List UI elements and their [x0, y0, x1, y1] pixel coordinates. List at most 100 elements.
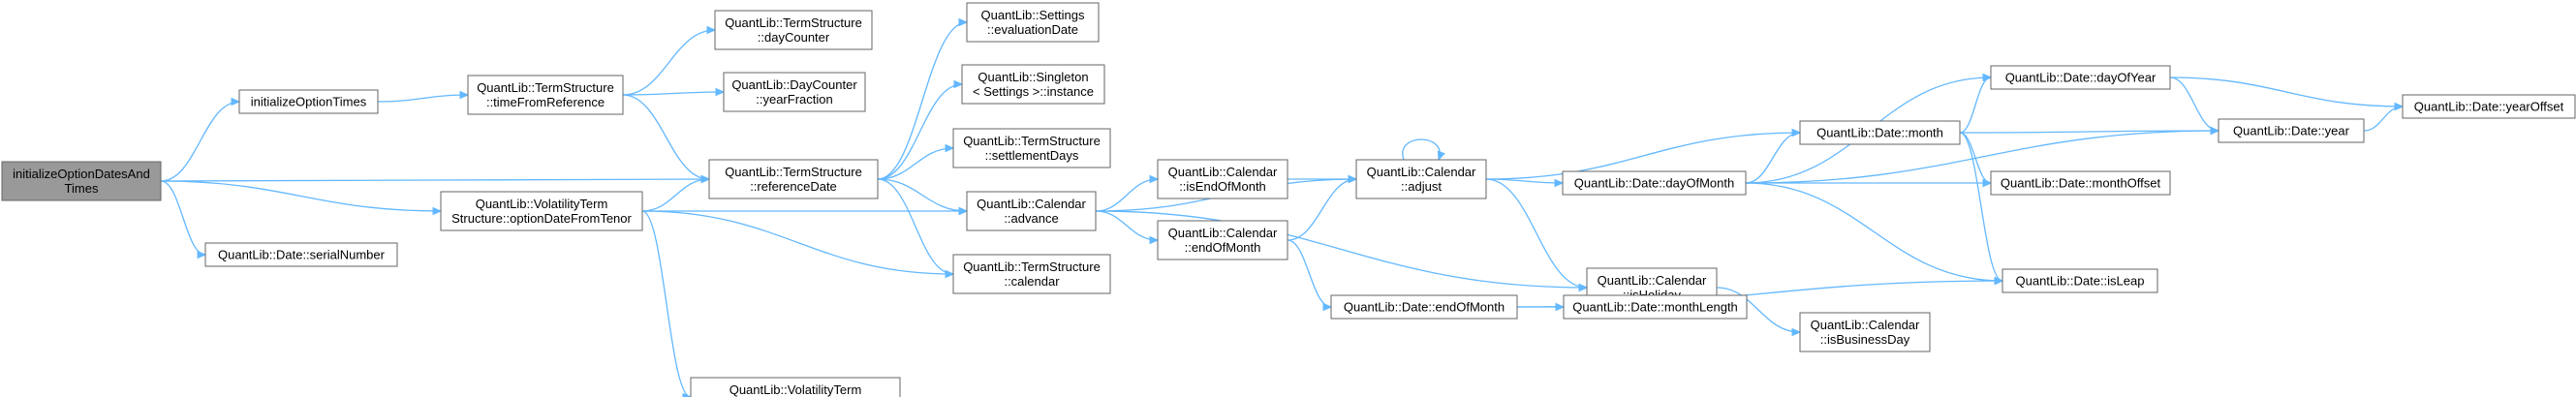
arrow-head	[1982, 178, 1993, 188]
node-box	[1563, 294, 1748, 320]
node-label: QuantLib::Date::dayOfYear	[2005, 71, 2157, 85]
node-box	[1157, 159, 1288, 199]
node-box	[204, 242, 398, 267]
node-isLeap[interactable]: QuantLib::Date::isLeap	[2002, 268, 2158, 293]
edge-adjust-to-adjust	[1402, 138, 1445, 162]
node-box	[1330, 294, 1518, 320]
node-calEndOfMonth[interactable]: QuantLib::Calendar::endOfMonth	[1157, 220, 1288, 260]
node-advance[interactable]: QuantLib::Calendar::advance	[966, 191, 1097, 231]
edge-referenceDate-to-advance	[877, 178, 969, 216]
node-box	[2002, 268, 2158, 293]
node-referenceDate[interactable]: QuantLib::TermStructure::referenceDate	[708, 159, 879, 199]
edge-optionDateFromTenor-to-tsCalendar	[641, 210, 955, 279]
node-label: ::timeFromReference	[486, 95, 605, 109]
node-box	[952, 254, 1111, 294]
node-label: ::dayCounter	[758, 30, 830, 45]
arrow-head	[1322, 302, 1333, 312]
node-label: ::settlementDays	[985, 148, 1079, 163]
node-box	[1990, 65, 2171, 90]
node-timeFromRef[interactable]: QuantLib::TermStructure::timeFromReferen…	[467, 75, 624, 115]
node-label: QuantLib::Date::dayOfMonth	[1574, 176, 1734, 191]
node-label: ::isBusinessDay	[1820, 332, 1910, 347]
edges-layer	[160, 17, 2405, 397]
arrow-head	[945, 143, 955, 153]
node-monthLength[interactable]: QuantLib::Date::monthLength	[1563, 294, 1748, 320]
node-dayOfYear[interactable]: QuantLib::Date::dayOfYear	[1990, 65, 2171, 90]
node-box	[714, 10, 873, 50]
edge-month-to-year	[1959, 126, 2220, 136]
arrow-head	[945, 269, 955, 279]
node-box	[961, 64, 1105, 105]
node-label: < Settings >::instance	[973, 84, 1094, 99]
node-tsCalendar[interactable]: QuantLib::TermStructure::calendar	[952, 254, 1111, 294]
node-dateEndOfMonth[interactable]: QuantLib::Date::endOfMonth	[1330, 294, 1518, 320]
arrow-head	[1982, 73, 1993, 82]
node-box	[1562, 170, 1747, 196]
node-label: QuantLib::Calendar	[1811, 318, 1920, 332]
arrow-head	[197, 250, 207, 260]
node-settlementDays[interactable]: QuantLib::TermStructure::settlementDays	[952, 128, 1111, 168]
node-box	[952, 128, 1111, 168]
node-label: QuantLib::Calendar	[1168, 165, 1278, 179]
arrow-head	[1348, 174, 1358, 184]
node-adjust[interactable]: QuantLib::Calendar::adjust	[1355, 159, 1487, 199]
arrow-head	[231, 97, 241, 107]
node-month[interactable]: QuantLib::Date::month	[1799, 120, 1961, 145]
node-box	[2218, 118, 2365, 143]
node-label: QuantLib::Calendar	[1598, 273, 1707, 288]
edge-dayOfMonth-to-isLeap	[1745, 182, 2004, 286]
node-dayOfMonth[interactable]: QuantLib::Date::dayOfMonth	[1562, 170, 1747, 196]
node-label: QuantLib::Date::month	[1816, 126, 1943, 140]
node-label: QuantLib::Date::year	[2233, 124, 2350, 138]
edge-timeFromRef-to-referenceDate	[622, 94, 711, 184]
arrow-head	[459, 90, 470, 100]
node-label: QuantLib::Date::serialNumber	[218, 248, 386, 262]
node-yearFraction[interactable]: QuantLib::DayCounter::yearFraction	[723, 72, 866, 112]
edge-timeFromRef-to-yearFraction	[622, 87, 726, 97]
node-box	[723, 72, 866, 112]
edge-dayOfYear-to-year	[2169, 76, 2220, 136]
node-yearOffset[interactable]: QuantLib::Date::yearOffset	[2402, 94, 2576, 119]
node-label: ::yearFraction	[756, 92, 832, 107]
arrow-head	[1149, 235, 1160, 245]
node-label: Times	[65, 181, 99, 196]
node-box	[966, 2, 1100, 43]
node-label: ::calendar	[1004, 274, 1060, 289]
node-monthOffset[interactable]: QuantLib::Date::monthOffset	[1990, 170, 2171, 196]
node-isBusinessDay[interactable]: QuantLib::Calendar::isBusinessDay	[1799, 312, 1931, 352]
edge-dayOfMonth-to-month	[1745, 128, 1802, 184]
node-label: ::endOfMonth	[1185, 240, 1261, 255]
edge-isHoliday-to-isBusinessDay	[1716, 287, 1802, 337]
edge-month-to-isLeap	[1959, 132, 2004, 286]
node-box	[1990, 170, 2171, 196]
node-singleton[interactable]: QuantLib::Singleton< Settings >::instanc…	[961, 64, 1105, 105]
node-bdc[interactable]: QuantLib::VolatilityTermStructure::busin…	[690, 377, 901, 397]
edge-adjust-to-isHoliday	[1485, 178, 1589, 292]
node-label: QuantLib::Settings	[981, 8, 1085, 22]
node-box	[467, 75, 624, 115]
node-optionDateFromTenor[interactable]: QuantLib::VolatilityTermStructure::optio…	[440, 191, 643, 231]
edge-root-to-serialNumber	[160, 180, 207, 260]
node-label: QuantLib::TermStructure	[963, 134, 1101, 148]
node-label: initializeOptionTimes	[251, 95, 367, 109]
edge-referenceDate-to-singleton	[877, 79, 964, 180]
arrow-head	[1994, 276, 2004, 286]
node-label: QuantLib::Date::yearOffset	[2414, 100, 2564, 114]
node-year[interactable]: QuantLib::Date::year	[2218, 118, 2365, 143]
node-initTimes[interactable]: initializeOptionTimes	[238, 89, 379, 114]
node-label: QuantLib::Date::monthOffset	[2001, 176, 2161, 191]
node-label: QuantLib::Calendar	[1367, 165, 1476, 179]
node-evaluationDate[interactable]: QuantLib::Settings::evaluationDate	[966, 2, 1100, 43]
node-tsDayCounter[interactable]: QuantLib::TermStructure::dayCounter	[714, 10, 873, 50]
edge-advance-to-calEndOfMonth	[1095, 210, 1160, 245]
arrow-head	[706, 25, 717, 35]
node-box	[708, 159, 879, 199]
node-serialNumber[interactable]: QuantLib::Date::serialNumber	[204, 242, 398, 267]
edge-root-to-initTimes	[160, 97, 241, 182]
node-label: QuantLib::TermStructure	[963, 260, 1101, 274]
node-label: QuantLib::TermStructure	[725, 165, 862, 179]
node-isEndOfMonth[interactable]: QuantLib::Calendar::isEndOfMonth	[1157, 159, 1288, 199]
